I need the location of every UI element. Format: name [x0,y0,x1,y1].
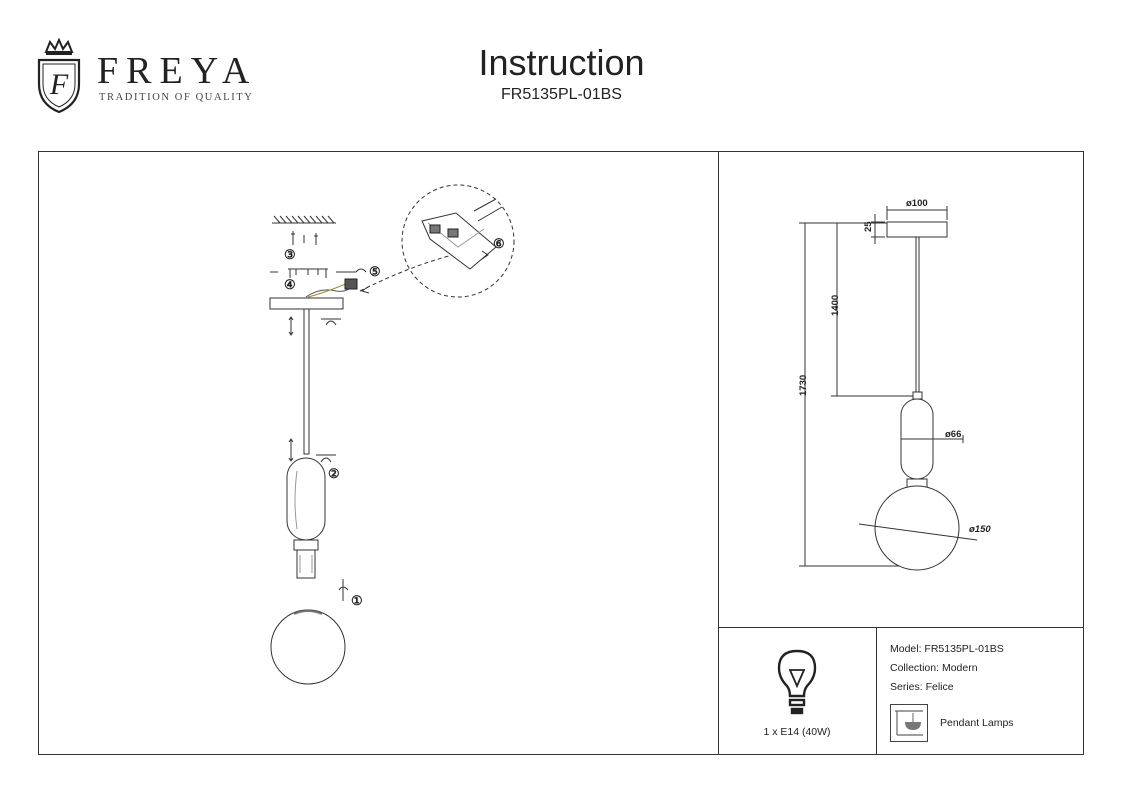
step-5-marker: ⑤ [369,264,381,279]
spec-model: Model: FR5135PL-01BS [890,643,1004,655]
holder-diameter-label: ø66 [945,429,961,440]
spec-panel-divider [876,627,877,755]
brand-emblem-icon: F [37,38,81,114]
frame-horizontal-divider [718,627,1084,628]
cord-length-label: 1400 [830,295,841,316]
step-6-marker: ⑥ [493,236,505,251]
total-height-label: 1730 [798,375,809,396]
canopy-diameter-label: ø100 [906,198,928,209]
spec-collection: Collection: Modern [890,662,978,674]
bulb-icon [777,649,817,715]
page-title: Instruction [478,42,645,83]
emblem-letter: F [49,68,69,101]
bulb-spec: 1 x E14 (40W) [763,726,831,738]
step-1-marker: ① [351,593,363,608]
step-2-marker: ② [328,466,340,481]
spec-type: Pendant Lamps [940,717,1014,729]
canopy-height-label: 25 [863,221,874,232]
spec-series: Series: Felice [890,681,954,693]
drawing-frame [38,151,1084,755]
assembly-diagram: ① ② ③ ④ ⑤ ⑥ [269,184,515,685]
brand-tagline: TRADITION OF QUALITY [99,92,254,103]
model-subtitle: FR5135PL-01BS [501,86,622,103]
dimension-drawing: ø100 25 1400 1730 ø66 ø150 [798,198,991,571]
ceiling-hatch [272,215,336,224]
brand-name: FREYA [97,50,258,92]
frame-vertical-divider [718,151,719,755]
pendant-lamp-icon [890,704,928,742]
step-4-marker: ④ [284,277,296,292]
step-3-marker: ③ [284,247,296,262]
shade-diameter-label: ø150 [969,524,991,535]
